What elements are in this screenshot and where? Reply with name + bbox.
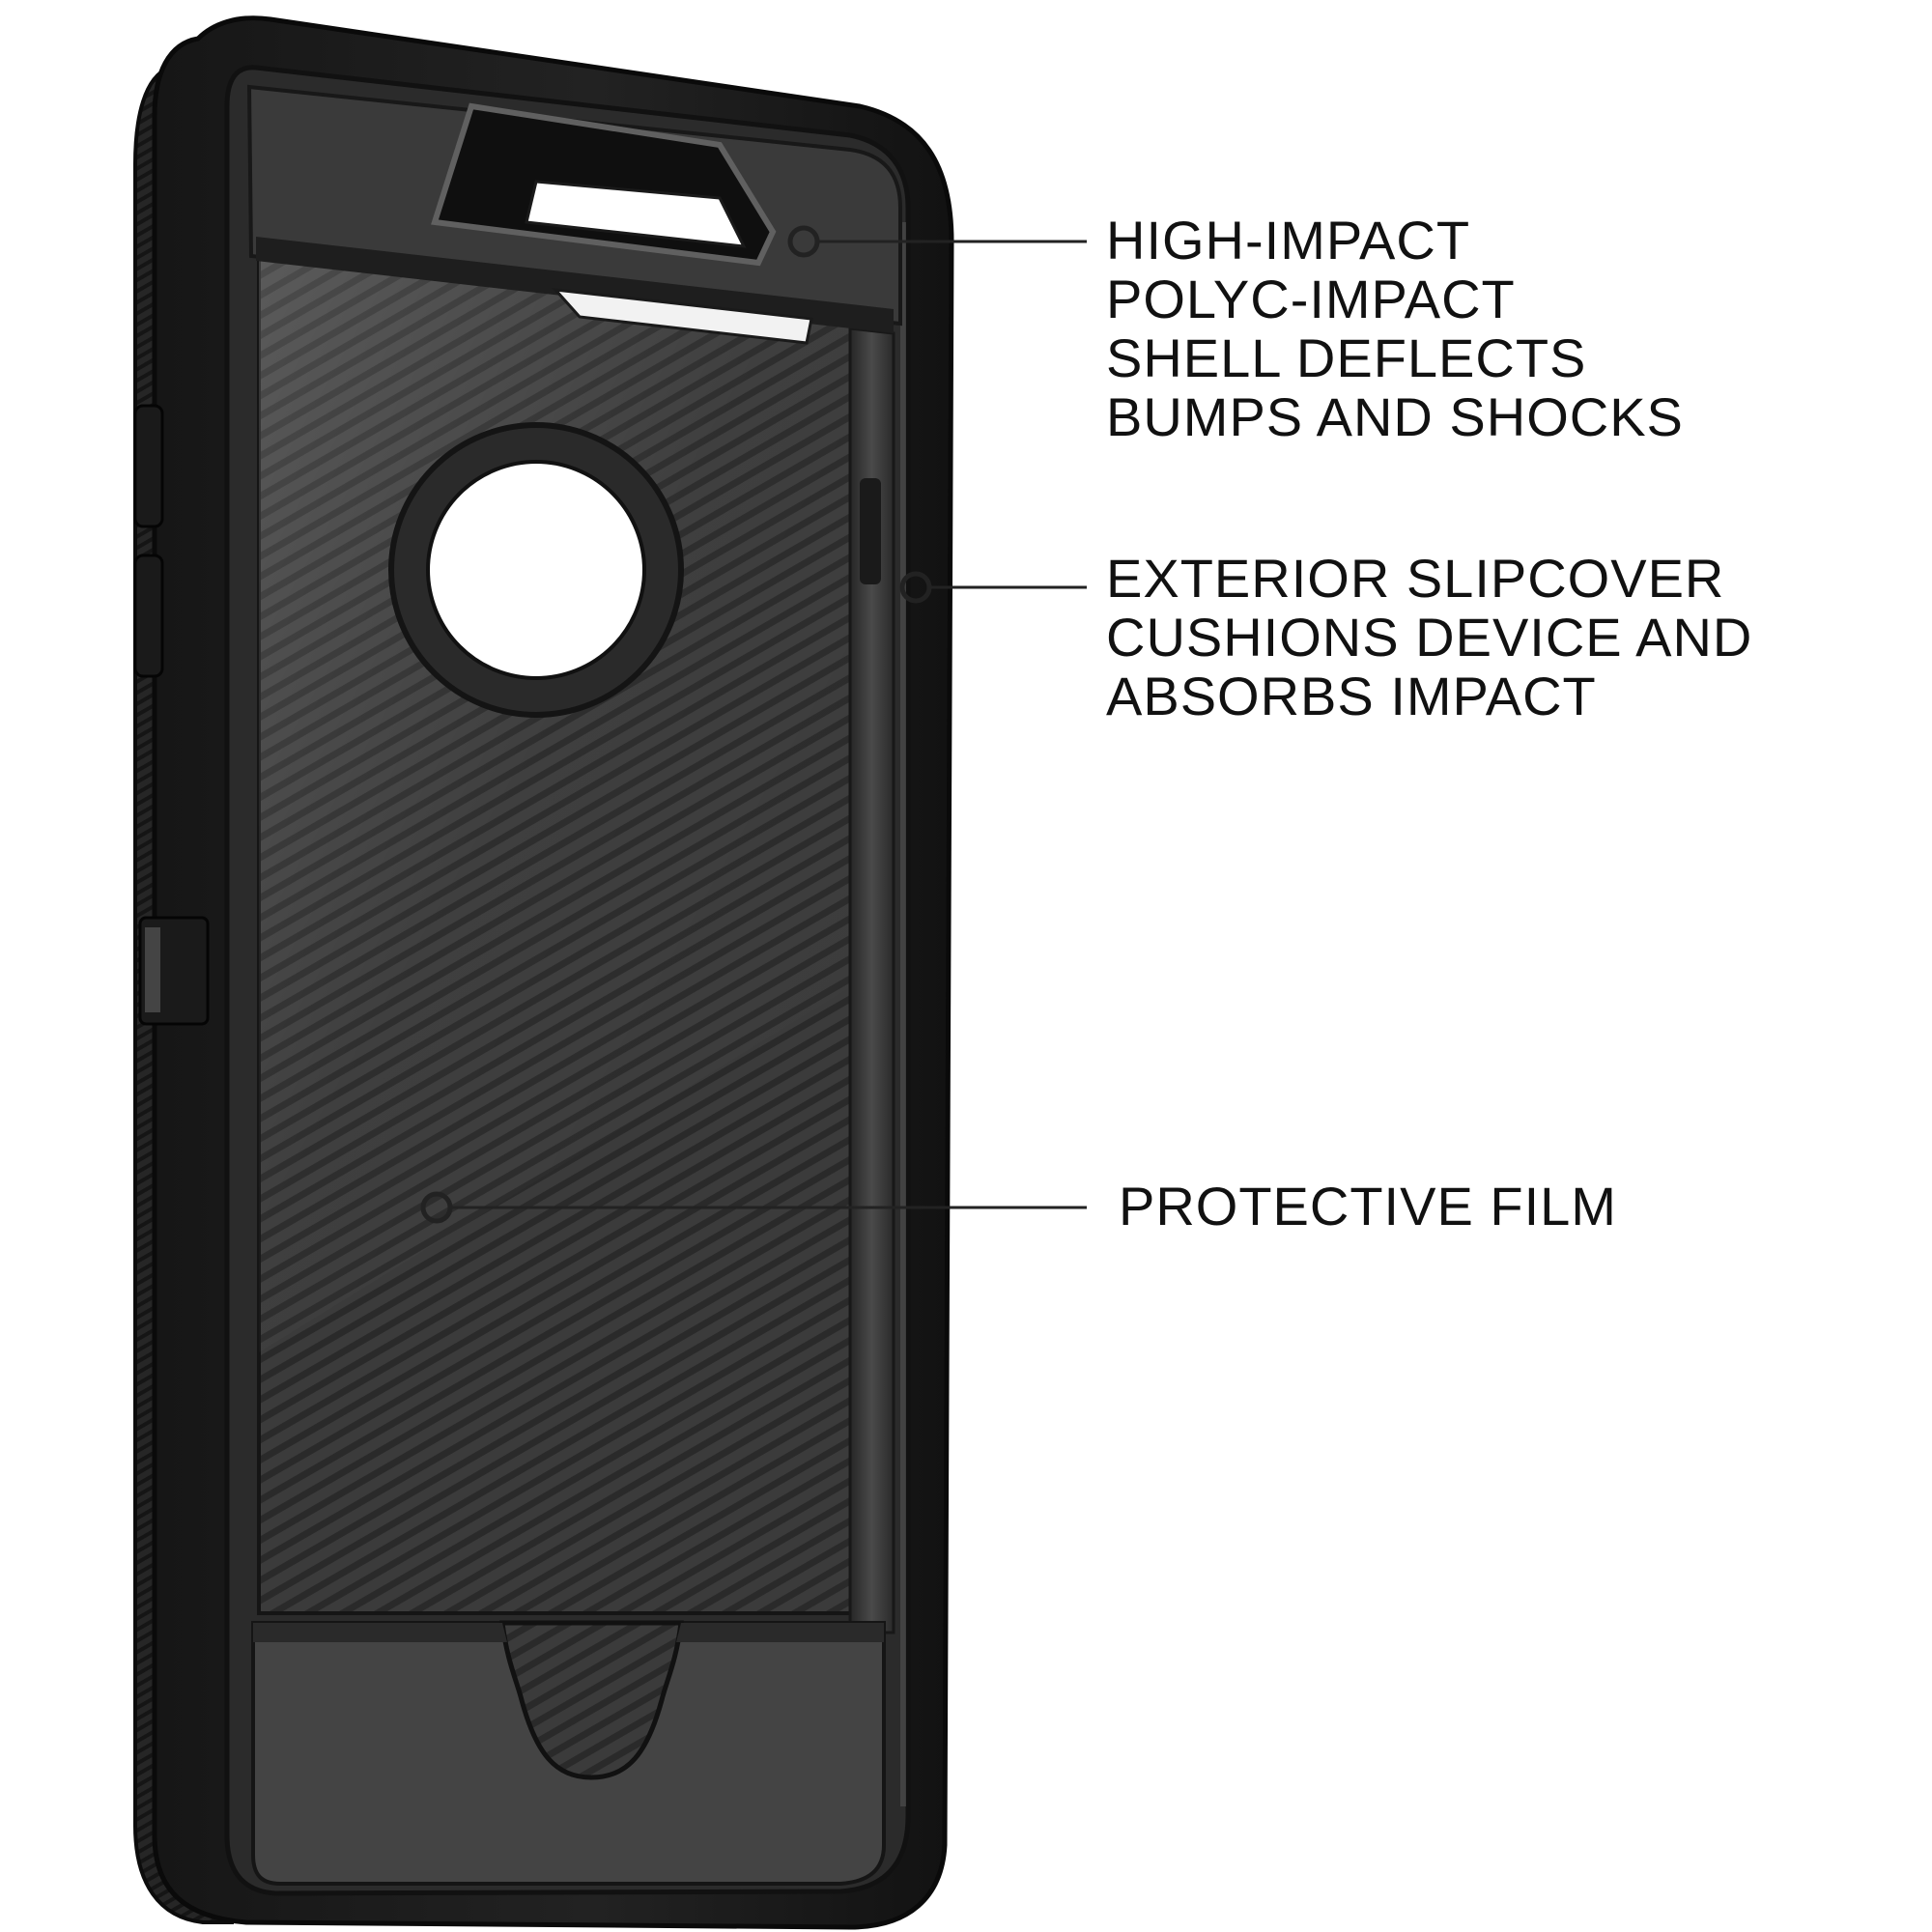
callout-lines	[420, 225, 1087, 1224]
callout-line: HIGH-IMPACT	[1106, 210, 1471, 270]
speaker-slot	[552, 288, 813, 345]
callout-line: PROTECTIVE FILM	[1119, 1176, 1617, 1236]
callout-line: SHELL DEFLECTS	[1106, 327, 1587, 388]
callout-label-slipcover: EXTERIOR SLIPCOVER CUSHIONS DEVICE AND A…	[1106, 549, 1752, 725]
rail-button-cutout	[860, 478, 881, 584]
callout-label-shell: HIGH-IMPACT POLYC-IMPACT SHELL DEFLECTS …	[1106, 211, 1684, 446]
volume-up-button	[133, 404, 164, 528]
home-button-cutout	[499, 1620, 684, 1780]
callout-line: EXTERIOR SLIPCOVER	[1106, 548, 1725, 609]
bumper-ledge	[253, 1623, 884, 1642]
callout-line: CUSHIONS DEVICE AND	[1106, 607, 1753, 668]
side-clip-slot	[145, 927, 160, 1012]
callout-line: BUMPS AND SHOCKS	[1106, 386, 1684, 447]
callout-line: ABSORBS IMPACT	[1106, 666, 1597, 726]
rail-edge-highlight	[900, 222, 906, 1806]
phone-case	[133, 15, 954, 1930]
volume-down-button	[133, 554, 164, 678]
callout-line: POLYC-IMPACT	[1106, 269, 1516, 329]
callout-label-film: PROTECTIVE FILM	[1119, 1177, 1617, 1236]
camera-slot-inner	[525, 180, 747, 248]
logo-window	[426, 460, 646, 680]
case-right-rail	[848, 327, 895, 1634]
